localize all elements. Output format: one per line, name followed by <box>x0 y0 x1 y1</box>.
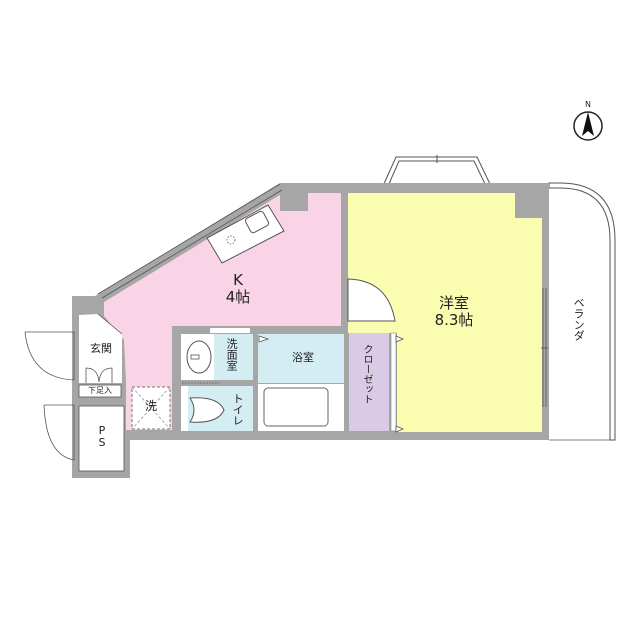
north-compass-icon <box>573 111 603 141</box>
balcony <box>548 182 616 441</box>
closet-door-track <box>390 332 397 432</box>
room-label-toilet: トイレ <box>231 393 245 426</box>
kitchen-size: 4帖 <box>225 287 251 306</box>
kitchen-window <box>97 183 283 299</box>
room-label-shoe-box: 下足入 <box>88 386 112 395</box>
shoe-box <box>78 384 122 398</box>
room-label-washroom: 洗面室 <box>225 338 239 371</box>
balcony-window <box>541 288 548 407</box>
room-label-western: 洋室 8.3帖 <box>424 295 484 328</box>
western-room-floor <box>348 193 542 432</box>
ps-line1: P <box>98 424 106 437</box>
kitchen-name: K <box>233 271 243 289</box>
ps-door <box>43 404 75 461</box>
bay-window <box>382 155 492 187</box>
bathroom-floor <box>258 334 344 383</box>
ps-shaft <box>78 405 125 472</box>
western-name: 洋室 <box>438 294 469 312</box>
entrance-door <box>24 331 75 381</box>
room-label-entrance: 玄関 <box>90 342 112 355</box>
kitchen-floor <box>104 193 341 430</box>
room-label-balcony: ベランダ <box>572 297 586 341</box>
door-markers <box>258 335 405 433</box>
room-label-bathroom: 浴室 <box>292 351 314 364</box>
compass-label: N <box>585 100 591 109</box>
room-label-kitchen: K 4帖 <box>213 272 263 305</box>
kitchen-pillar <box>280 185 308 211</box>
closet-floor <box>349 333 389 431</box>
toilet-icon <box>189 397 225 423</box>
room-label-washer: 洗 <box>144 399 157 413</box>
shoe-box-doors <box>85 367 113 383</box>
bathtub-icon <box>263 387 329 427</box>
western-size: 8.3帖 <box>434 310 474 329</box>
room-label-closet: クローゼット <box>361 344 372 404</box>
kitchen-counter <box>206 204 285 264</box>
ps-line2: S <box>98 436 106 450</box>
western-room-door <box>347 278 396 322</box>
entrance-floor <box>79 314 122 383</box>
room-label-ps: P S <box>88 424 116 450</box>
